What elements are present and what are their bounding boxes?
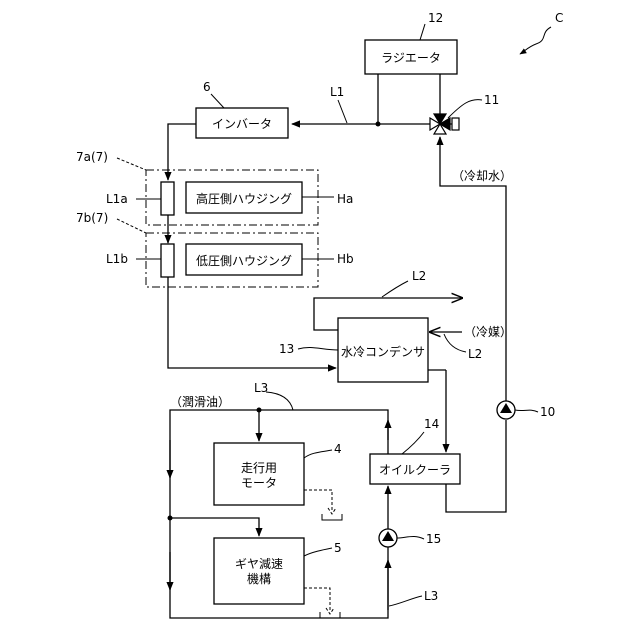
figure-label-arrow bbox=[520, 27, 551, 54]
pipe-inverter-to-housing bbox=[168, 124, 196, 180]
gear-ref: 5 bbox=[334, 541, 342, 555]
condenser-leader bbox=[298, 347, 338, 350]
gear-leader bbox=[304, 548, 332, 556]
hp-group-leader bbox=[117, 158, 146, 170]
lp-housing-label: 低圧側ハウジング bbox=[196, 254, 292, 268]
gear-box bbox=[214, 538, 304, 604]
line-l1-leader bbox=[338, 100, 347, 123]
oil-cooler-label: オイルクーラ bbox=[379, 463, 451, 477]
water-pump-leader bbox=[515, 410, 538, 412]
inverter-leader bbox=[211, 94, 224, 108]
motor-drain bbox=[304, 490, 332, 512]
hp-group-ref: 7a(7) bbox=[76, 150, 108, 164]
line-l3-top-leader bbox=[266, 392, 293, 410]
hp-housing-label: 高圧側ハウジング bbox=[196, 191, 292, 206]
motor-label-1: 走行用 bbox=[241, 461, 277, 475]
gear-label-1: ギヤ減速 bbox=[235, 556, 283, 571]
lp-group-leader bbox=[117, 219, 146, 233]
line-l3-top-ref: L3 bbox=[254, 381, 268, 395]
pipe-lube-to-gear bbox=[170, 518, 259, 536]
figure-label: C bbox=[555, 11, 563, 25]
lp-group-ref: 7b(7) bbox=[76, 211, 108, 225]
coolant-label: （冷却水） bbox=[452, 169, 512, 183]
lp-coolant-channel bbox=[161, 244, 174, 277]
valve-ref: 11 bbox=[484, 93, 499, 107]
line-l2-bottom-leader bbox=[444, 334, 466, 352]
gear-oil-pan bbox=[320, 612, 340, 618]
hp-line-ref: L1a bbox=[106, 192, 128, 206]
oil-cooler-leader bbox=[402, 432, 424, 454]
motor-label-2: モータ bbox=[241, 476, 277, 490]
inverter-label: インバータ bbox=[212, 117, 272, 131]
radiator-leader bbox=[420, 24, 425, 40]
line-l2-bottom-ref: L2 bbox=[468, 347, 482, 361]
line-l2-top-ref: L2 bbox=[412, 269, 426, 283]
motor-ref: 4 bbox=[334, 442, 342, 456]
radiator-label: ラジエータ bbox=[381, 51, 441, 65]
condenser-label: 水冷コンデンサ bbox=[341, 344, 425, 359]
hp-coolant-channel bbox=[161, 182, 174, 215]
oil-pump-leader bbox=[397, 536, 424, 539]
lp-housing-ref: Hb bbox=[337, 252, 354, 266]
motor-leader bbox=[304, 450, 332, 458]
line-l1-ref: L1 bbox=[330, 85, 344, 99]
valve-leader bbox=[448, 100, 482, 118]
oil-cooler-ref: 14 bbox=[424, 417, 439, 431]
lp-line-ref: L1b bbox=[106, 252, 128, 266]
water-pump-ref: 10 bbox=[540, 405, 555, 419]
refrigerant-label: （冷媒） bbox=[464, 325, 512, 339]
inverter-ref: 6 bbox=[203, 80, 211, 94]
lubricant-label: （潤滑油） bbox=[170, 395, 230, 409]
radiator-ref: 12 bbox=[428, 11, 443, 25]
line-l3-bottom-ref: L3 bbox=[424, 589, 438, 603]
three-way-valve bbox=[430, 114, 459, 134]
hp-housing-ref: Ha bbox=[337, 192, 353, 206]
oil-pump-ref: 15 bbox=[426, 532, 441, 546]
line-l3-bottom-leader bbox=[389, 596, 422, 606]
pipe-housing-to-condenser bbox=[168, 277, 336, 368]
condenser-ref: 13 bbox=[279, 342, 294, 356]
line-l2-top-leader bbox=[382, 281, 408, 297]
gear-label-2: 機構 bbox=[247, 571, 271, 586]
